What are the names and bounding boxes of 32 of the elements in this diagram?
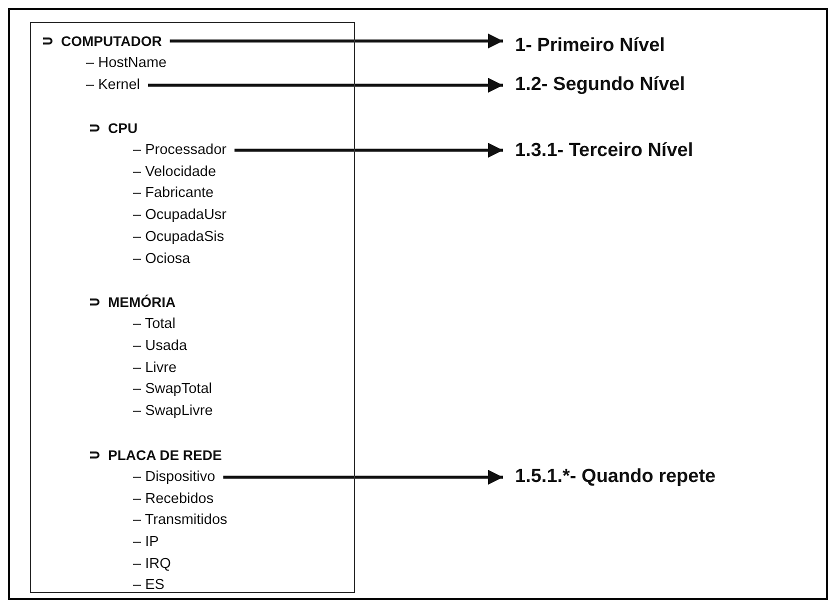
field-item: – ES [133, 578, 164, 592]
arrow [148, 78, 503, 93]
field-item: – Velocidade [133, 165, 216, 180]
field-item: – SwapTotal [133, 382, 212, 396]
level-label: 1.2- Segundo Nível [515, 75, 685, 94]
arrow [170, 34, 503, 48]
field-item: – SwapLivre [133, 404, 213, 418]
field-item: – OcupadaSis [133, 230, 224, 244]
field-item: – HostName [86, 56, 167, 70]
arrow [234, 142, 503, 158]
field-item: – Processador [133, 143, 226, 158]
list-box [30, 22, 355, 593]
field-item: – Dispositivo [133, 470, 216, 484]
level-label: 1.5.1.*- Quando repete [515, 467, 716, 486]
section-heading: PLACA DE REDE [108, 448, 222, 462]
field-item: – IRQ [133, 557, 171, 572]
field-item: – Livre [133, 361, 177, 376]
field-item: – Recebidos [133, 492, 214, 506]
arrow [223, 470, 503, 485]
field-item: – OcupadaUsr [133, 208, 226, 222]
field-item: – Fabricante [133, 186, 214, 200]
section-heading: CPU [108, 121, 138, 135]
section-heading: COMPUTADOR [61, 34, 162, 48]
field-item: – Total [133, 317, 176, 332]
level-label: 1.3.1- Terceiro Nível [515, 141, 694, 160]
level-label: 1- Primeiro Nível [515, 36, 665, 55]
field-item: – Transmitidos [133, 513, 228, 528]
field-item: – Kernel [86, 78, 140, 92]
field-item: – IP [133, 535, 159, 550]
field-item: – Usada [133, 339, 188, 354]
field-item: – Ociosa [133, 252, 190, 266]
section-heading: MEMÓRIA [108, 295, 176, 309]
